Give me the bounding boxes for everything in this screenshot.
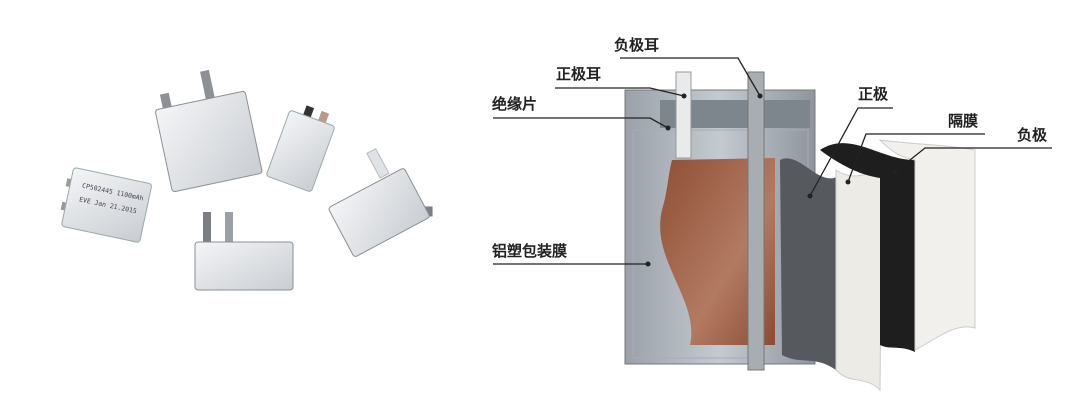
leader-lines (493, 57, 1052, 265)
battery-photo-1: CP502445 1100mAh EVE Jan 21.2015 (60, 167, 152, 243)
separator-sheet (835, 169, 883, 392)
battery-photo-4 (194, 212, 294, 291)
leader-dots (645, 93, 898, 267)
positive-electrode-sheet (780, 158, 840, 370)
label-aluminum-plastic-film: 铝塑包装膜 (492, 242, 567, 260)
negative-electrode-sheet (820, 143, 915, 352)
label-positive-tab: 正极耳 (556, 65, 601, 83)
battery-photo-5 (328, 147, 433, 257)
label-insulation-sheet: 绝缘片 (492, 95, 537, 113)
pouch-cell-cutaway (624, 71, 976, 392)
outer-sheet (878, 139, 976, 351)
cathode-layer (660, 158, 775, 345)
negative-tab (747, 71, 765, 371)
label-negative-tab: 负极耳 (614, 36, 659, 54)
label-positive-electrode: 正极 (858, 85, 889, 103)
label-negative-electrode: 负极 (1017, 126, 1048, 144)
label-separator: 隔膜 (948, 112, 978, 130)
battery-photo-2 (155, 69, 263, 193)
positive-tab (675, 71, 692, 159)
battery-photo-3 (266, 105, 335, 192)
